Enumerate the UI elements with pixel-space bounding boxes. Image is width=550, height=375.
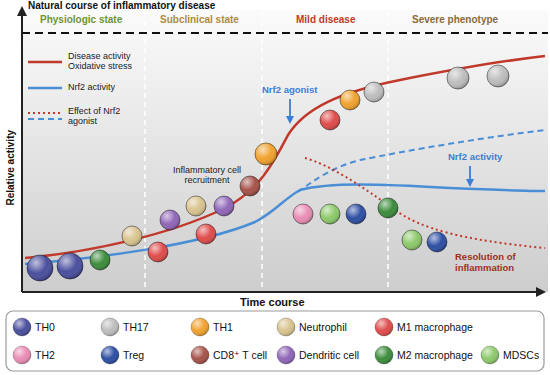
cell-swatch-shine (101, 318, 119, 336)
maximum-line (22, 32, 548, 34)
cell-swatch-shine (13, 318, 31, 336)
cell-swatch (374, 317, 394, 337)
cell-swatch-fill (13, 346, 31, 364)
legend-text: TH1 (213, 321, 233, 333)
cell-swatch-fill (481, 346, 499, 364)
axis-title: Time course (240, 296, 305, 309)
cell-swatch (480, 345, 500, 365)
cell-swatch (190, 317, 210, 337)
phase-label: Physiologic state (40, 14, 122, 26)
legend-text: Neutrophil (299, 321, 347, 333)
cell-swatch-shine (375, 318, 393, 336)
axis-title: Relative activity (5, 130, 17, 206)
legend-text: CD8⁺ T cell (213, 349, 267, 361)
cell-swatch (12, 317, 32, 337)
annotation: Nrf2 activity (448, 152, 502, 163)
legend-text: Disease activity Oxidative stress (68, 51, 143, 72)
annotation: Nrf2 agonist (262, 85, 317, 96)
cell-swatch-shine (481, 346, 499, 364)
legend-text: TH0 (35, 321, 55, 333)
pointer-arrows (290, 99, 470, 185)
legend-text: Treg (123, 349, 144, 361)
phase-label: Mild disease (296, 14, 355, 26)
cell-swatch-shine (191, 346, 209, 364)
cell-swatch-fill (277, 346, 295, 364)
cell-swatch-fill (13, 318, 31, 336)
cell-swatch-shine (277, 318, 295, 336)
legend-text: Nrf2 activity (68, 82, 143, 92)
cell-swatch-fill (101, 346, 119, 364)
legend-line-samples (28, 62, 62, 119)
cell-swatch-fill (277, 318, 295, 336)
cell-swatch-fill (191, 318, 209, 336)
cell-swatch (374, 345, 394, 365)
cell-swatch (190, 345, 210, 365)
legend-text: TH17 (123, 321, 149, 333)
cells (27, 65, 509, 281)
cell-swatch (12, 345, 32, 365)
phase-label: Severe phenotype (412, 14, 498, 26)
cell-swatch-shine (277, 346, 295, 364)
cell-swatch-fill (101, 318, 119, 336)
axes (22, 8, 544, 292)
cell-swatch-shine (375, 346, 393, 364)
legend-text: M1 macrophage (397, 321, 473, 333)
cell-swatch-shine (101, 346, 119, 364)
cell-swatch (276, 345, 296, 365)
annotation: Inflammatory cell recruitment (168, 165, 246, 186)
legend-text: Effect of Nrf2 agonist (68, 106, 143, 127)
cell-swatch-shine (13, 346, 31, 364)
legend-box (6, 311, 544, 371)
legend-text: M2 macrophage (397, 349, 473, 361)
cell-swatch-fill (375, 318, 393, 336)
cell-swatch-fill (191, 346, 209, 364)
legend-text: TH2 (35, 349, 55, 361)
diagram-title: Natural course of inflammatory disease (28, 0, 215, 12)
legend-text: Dendritic cell (299, 349, 359, 361)
legend-text: MDSCs (503, 349, 539, 361)
phase-separators (145, 12, 388, 290)
cell-swatch-shine (191, 318, 209, 336)
cell-swatch-fill (375, 346, 393, 364)
cell-swatch (100, 317, 120, 337)
cell-swatch (276, 317, 296, 337)
plot-ground (22, 10, 548, 292)
cell-swatch (100, 345, 120, 365)
curves (25, 56, 545, 264)
phase-label: Subclinical state (160, 14, 239, 26)
annotation: Resolution of inflammation (455, 252, 535, 274)
